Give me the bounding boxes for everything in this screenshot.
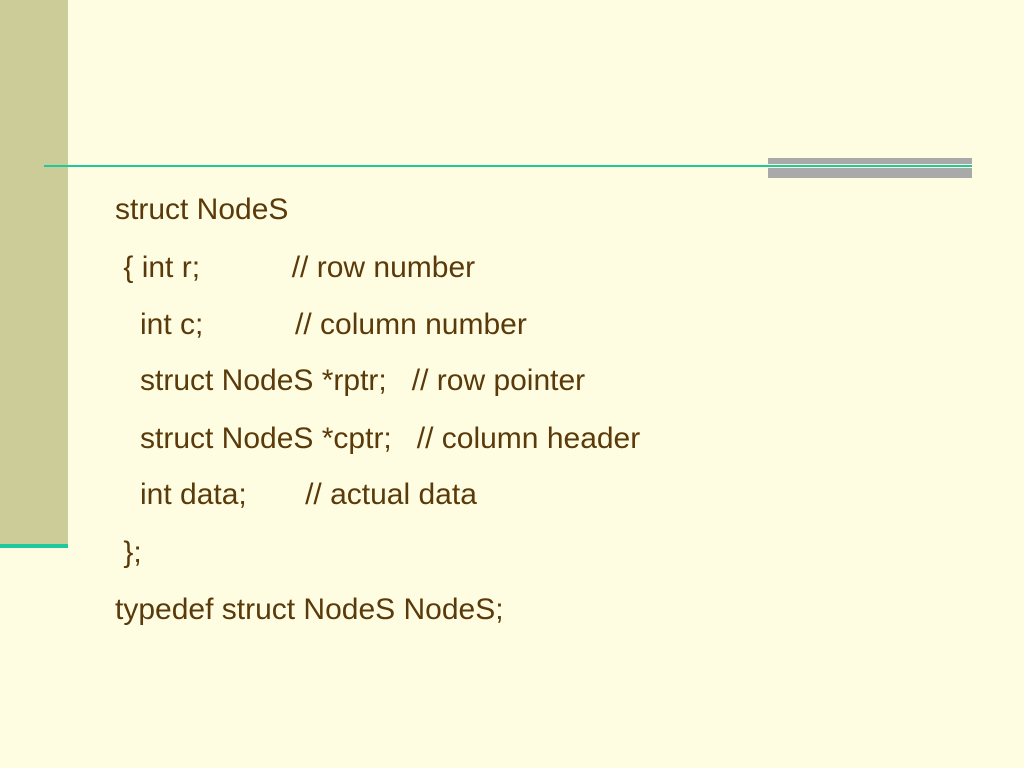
code-line: };: [115, 536, 142, 569]
code-line: struct NodeS *rptr; // row pointer: [115, 364, 586, 397]
code-line: typedef struct NodeS NodeS;: [115, 593, 504, 626]
code-line: int data; // actual data: [115, 478, 477, 511]
left-accent-line: [0, 544, 68, 548]
code-line: int c; // column number: [115, 308, 527, 341]
divider-gray-block: [768, 158, 972, 178]
title-divider-line: [44, 165, 972, 167]
left-decor-bar: [0, 0, 68, 544]
code-line: { int r; // row number: [115, 251, 476, 284]
code-line: struct NodeS: [115, 193, 289, 226]
code-line: struct NodeS *cptr; // column header: [115, 422, 641, 455]
gray-stripe-top: [768, 158, 972, 164]
gray-stripe-bottom: [768, 168, 972, 178]
